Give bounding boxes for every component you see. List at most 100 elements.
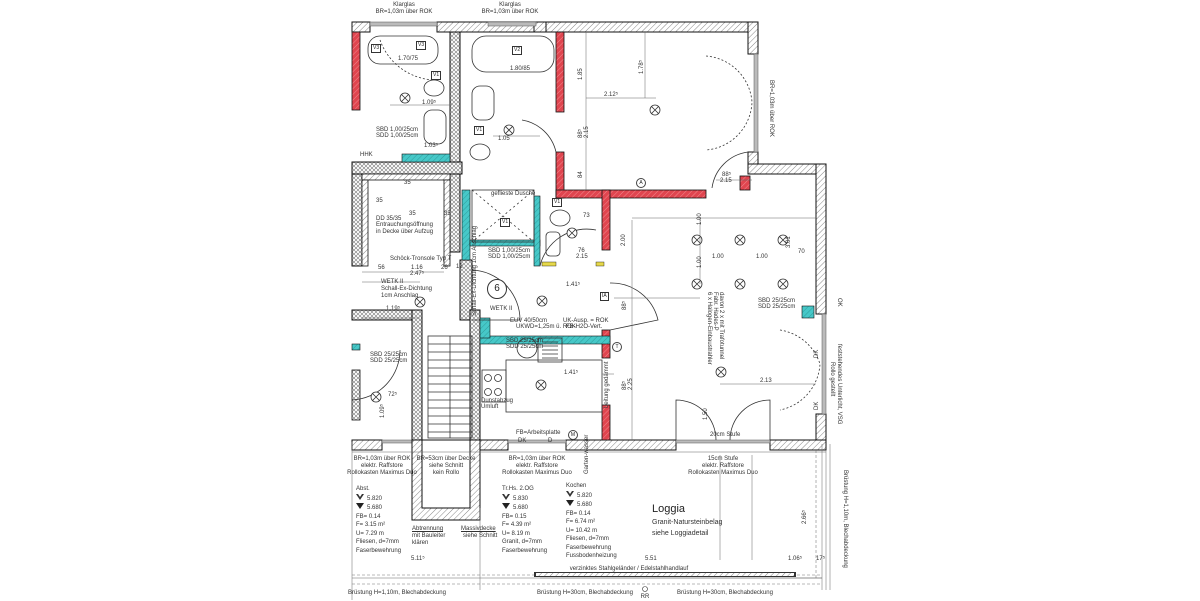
sdd-label: SDD 25/25cm xyxy=(370,358,408,364)
room-data-kochen: Kochen 5.820 5.680 FB= 0.14 F= 6.74 m² U… xyxy=(566,483,617,559)
tag-v1: V1 xyxy=(552,198,563,207)
door-swing-bedroom xyxy=(521,119,557,153)
sbd-label: SBD 1,00/25cm xyxy=(376,127,419,133)
door-swing-corridor xyxy=(471,269,521,321)
door-swing-vestibule xyxy=(351,349,401,401)
light-icon xyxy=(691,234,703,246)
light-icon xyxy=(777,234,789,246)
brustung-left-label: Brüstung H=1,10m, Blechabdeckung xyxy=(348,590,446,596)
light-icon xyxy=(715,366,727,378)
light-icon xyxy=(536,295,548,307)
brustung-right-label: Brüstung H=1,10m, Blechabdeckung xyxy=(842,470,848,568)
sdd-label: SDD 1,00/25cm xyxy=(376,133,419,139)
sdd-label: SDD 25/25cm xyxy=(758,304,796,310)
level-bottom-icon xyxy=(502,503,510,509)
euv-label: EUV 40/50cm xyxy=(510,318,548,324)
light-icon xyxy=(370,391,382,403)
arbeitsplatte-label: FB=Arbeitsplatte xyxy=(516,430,561,436)
rr-label: RR xyxy=(640,594,650,600)
light-icon xyxy=(399,92,411,104)
light-icon xyxy=(414,296,426,308)
bathtub-center-icon xyxy=(471,35,555,73)
light-icon xyxy=(649,104,661,116)
garden-tap-label: Garten-wasser xyxy=(584,434,590,474)
uk-ausp-label: UK-Ausp. = ROK xyxy=(563,318,609,324)
sdd-label: SDD 1,00/25cm xyxy=(488,254,531,260)
bathtub-dim: 1.80/85 xyxy=(510,66,531,72)
toilet-center-icon xyxy=(469,143,491,161)
tag-v3: V3 xyxy=(416,41,427,50)
toilet-wc-icon xyxy=(549,209,571,227)
light-icon xyxy=(503,124,515,136)
brustung-right-bottom-label: Brüstung H=30cm, Blechabdeckung xyxy=(677,590,773,596)
bathtub-dim: 1.70/75 xyxy=(398,56,419,62)
umluft-label: Umluft xyxy=(481,404,499,410)
window-right-label: feststehendes Unterlicht, VSG xyxy=(836,344,842,425)
bathtub-left-icon xyxy=(367,35,439,65)
level-top-icon xyxy=(356,493,364,500)
sbd-label: SBD 1,00/25cm xyxy=(488,248,531,254)
bedroom-window-label: BR=1,03m über ROK xyxy=(768,80,774,137)
light-icon xyxy=(566,227,578,239)
brustung-center-label: Brüstung H=30cm, Blechabdeckung xyxy=(537,590,633,596)
shower-icon xyxy=(471,189,535,243)
dim: 1.09⁵ xyxy=(422,100,437,106)
sink-left-icon xyxy=(423,109,447,145)
light-icon xyxy=(734,234,746,246)
exterior-walls xyxy=(351,21,827,451)
console-label: Schöck-Tronsole Typ T xyxy=(390,256,452,262)
light-fixtures xyxy=(370,92,789,403)
tag-v1: V1 xyxy=(474,126,485,135)
fixtures xyxy=(367,35,603,439)
door-swing-terrace-right xyxy=(729,399,771,441)
interior-walls xyxy=(351,31,481,521)
room-data-treppenhaus: Tr.Hs. 2.OG 5.830 5.680 FB= 0.15 F= 4.39… xyxy=(502,486,548,554)
sbd-label: SBD 25/25cm xyxy=(370,352,408,358)
light-icon xyxy=(535,379,547,391)
doors xyxy=(351,39,821,441)
level-bottom-icon xyxy=(356,503,364,509)
loggia-title: Loggia xyxy=(652,503,686,515)
tag-v1: V1 xyxy=(500,218,511,227)
axis-mark: A xyxy=(636,178,646,188)
railing-label: verzinktes Stahlgeländer / Edelstahlhand… xyxy=(569,566,689,572)
level-top-icon xyxy=(566,490,574,497)
seal-label: Schall-Ex-Dichtung xyxy=(381,286,433,292)
fb-h2o-label: FB-H2O-Vert. xyxy=(566,324,603,330)
tag-v3: V3 xyxy=(371,44,382,53)
sbd-label: SBD 25/25cm xyxy=(758,298,796,304)
room-data-abst: Abst. 5.820 5.680 FB= 0.14 F= 3.15 m² U=… xyxy=(356,486,402,554)
door-swing-bedroom-east xyxy=(711,151,749,189)
dim: 1.03⁵ xyxy=(424,143,439,149)
dim: 1.05 xyxy=(498,136,510,142)
level-top-icon xyxy=(502,493,510,500)
light-icon xyxy=(734,278,746,290)
loggia-railing xyxy=(352,450,827,592)
seal-vertical-label: Schall-Ex-Dichtung 1cm Anschlag xyxy=(472,225,478,316)
wetk-label: WETK II xyxy=(490,306,513,312)
wetk-label: WETK II xyxy=(381,279,404,285)
dimension-lines xyxy=(351,32,831,600)
drainboard-icon xyxy=(537,337,563,363)
light-icon xyxy=(777,278,789,290)
dunstabzug-label: Dunstabzug xyxy=(481,398,514,404)
shaft-label: DD 35/35 xyxy=(376,216,402,222)
sdd-label: SDD 25/25cm xyxy=(506,344,544,350)
sink-wc-icon xyxy=(545,231,561,257)
room-number: 6 xyxy=(487,279,507,299)
tag-v1: V1 xyxy=(431,71,442,80)
loggia-floor: Granit-Natursteinbelag xyxy=(652,519,723,526)
loggia-detail: siehe Loggiadetail xyxy=(652,530,709,537)
hhk-label: HHK xyxy=(360,152,373,158)
sink-kitchen-icon xyxy=(516,337,538,359)
leitung-label: Leitung gedämmt xyxy=(604,361,610,408)
ukwd-label: UKWD=1,25m ü. ROK xyxy=(516,324,576,330)
sink-center-icon xyxy=(471,85,495,121)
door-swing-living xyxy=(609,282,659,331)
door-swing-terrace-left xyxy=(675,399,717,441)
sbd-label: SBD 25/25cm xyxy=(506,338,544,344)
toilet-left-icon xyxy=(423,79,445,97)
level-bottom-icon xyxy=(566,500,574,506)
shower-label: geflieste Dusche xyxy=(491,191,536,197)
